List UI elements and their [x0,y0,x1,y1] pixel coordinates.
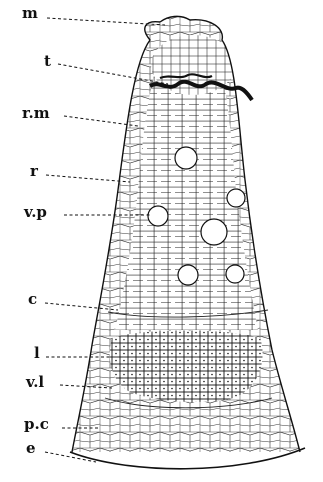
leader-r [46,175,130,182]
leader-m [47,18,165,25]
vascular-pore [201,219,227,245]
vascular-pore [178,265,198,285]
vascular-pore [148,206,168,226]
label-vp: v.p [24,205,47,220]
label-rm: r.m [22,106,50,121]
label-vl: v.l [26,375,44,390]
organ-section [60,10,310,460]
vascular-pore [227,189,245,207]
label-r: r [30,164,38,179]
label-c: c [28,292,37,307]
vascular-pore [226,265,244,283]
label-e: e [26,441,36,456]
label-t: t [44,54,51,69]
vascular-pore [175,147,197,169]
label-m: m [22,6,38,21]
label-l: l [34,346,40,361]
label-pc: p.c [24,417,49,432]
leader-e [45,452,96,462]
